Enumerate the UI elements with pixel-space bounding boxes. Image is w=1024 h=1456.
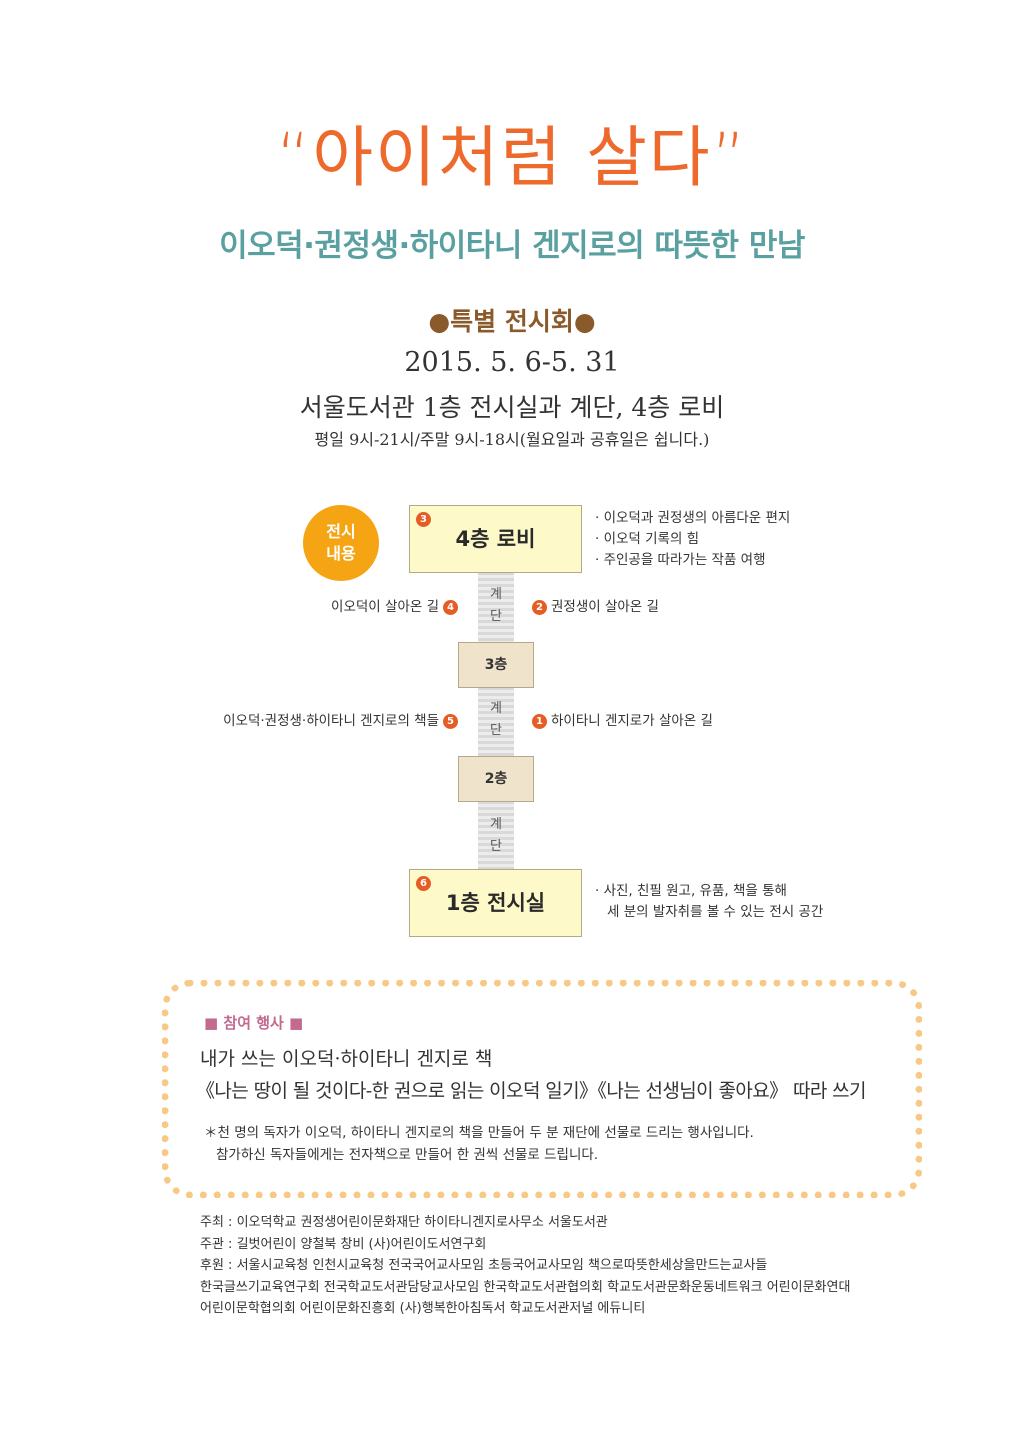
stair-upper-right-label: 권정생이 살아온 길 (551, 599, 659, 615)
floor-4-note: · 이오덕과 권정생의 아름다운 편지 (595, 510, 791, 526)
floor-4-note: · 이오덕 기록의 힘 (595, 531, 700, 547)
credit-sponsor: 후원 : 서울시교육청 인천시교육청 전국국어교사모임 초등국어교사모임 책으로… (200, 1258, 768, 1273)
exhibition-dates: 2015. 5. 6-5. 31 (404, 347, 620, 378)
stairs-upper-label: 계 단 (478, 584, 514, 628)
exhibition-location: 서울도서관 1층 전시실과 계단, 4층 로비 (299, 393, 725, 422)
event-title-line1: 내가 쓰는 이오덕·하이타니 겐지로 책 (200, 1048, 493, 1070)
stair-upper-right-badge: 2 (532, 599, 547, 615)
floor-3-name: 3층 (484, 657, 508, 673)
stair-upper-left: 이오덕이 살아온 길 4 (331, 598, 458, 616)
floor-3-box: 3층 (458, 642, 534, 688)
credit-host: 주관 : 길벗어린이 양철북 창비 (사)어린이도서연구회 (200, 1236, 487, 1252)
stair-upper-left-badge: 4 (443, 599, 458, 615)
event-frame (162, 980, 922, 1198)
content-label-line2: 내용 (326, 544, 356, 563)
stairs-char: 단 (490, 609, 502, 624)
credit-sponsor-cont: 어린이문학협의회 어린이문화진흥회 (사)행복한아침독서 학교도서관저널 에듀니… (200, 1301, 646, 1316)
floor-1-box: 1층 전시실 (409, 869, 582, 937)
credits: 주최 : 이오덕학교 권정생어린이문화재단 하이타니겐지로사무소 서울도서관 주… (200, 1212, 850, 1320)
main-title: “아이처럼 살다” (276, 119, 748, 196)
floor-1-notes: · 사진, 친필 원고, 유품, 책을 통해 세 분의 발자취를 볼 수 있는 … (595, 881, 823, 923)
content-label-circle: 전시 내용 (303, 505, 379, 581)
stair-upper-right: 2 권정생이 살아온 길 (532, 598, 659, 616)
event-note-line1: ＊천 명의 독자가 이오덕, 하이타니 겐지로의 책을 만들어 두 분 재단에 … (204, 1125, 754, 1141)
stairs-middle-label: 계 단 (478, 698, 514, 742)
floor-1-note: · 사진, 친필 원고, 유품, 책을 통해 (595, 883, 787, 899)
event-note-line2: 참가하신 독자들에게는 전자책으로 만들어 한 권씩 선물로 드립니다. (216, 1147, 599, 1163)
stairs-char: 계 (490, 587, 502, 602)
floor-4-name: 4층 로비 (455, 527, 536, 551)
stair-middle-left-label: 이오덕·권정생·하이타니 겐지로의 책들 (223, 713, 439, 729)
floor-2-name: 2층 (484, 771, 508, 787)
stairs-middle (478, 687, 514, 757)
stair-middle-right-label: 하이타니 겐지로가 살아온 길 (551, 713, 713, 729)
event-note: ＊천 명의 독자가 이오덕, 하이타니 겐지로의 책을 만들어 두 분 재단에 … (204, 1122, 754, 1166)
floor-2-box: 2층 (458, 756, 534, 802)
stair-upper-left-label: 이오덕이 살아온 길 (331, 599, 439, 615)
credit-organizer: 주최 : 이오덕학교 권정생어린이문화재단 하이타니겐지로사무소 서울도서관 (200, 1215, 608, 1230)
floor-1-name: 1층 전시실 (445, 891, 546, 915)
event-heading: ■ 참여 행사 ■ (204, 1014, 304, 1032)
event-title-line2: 《나는 땅이 될 것이다-한 권으로 읽는 이오덕 일기》《나는 선생님이 좋아… (196, 1080, 867, 1102)
floor-4-note: · 주인공을 따라가는 작품 여행 (595, 552, 766, 568)
stairs-lower-label: 계 단 (478, 814, 514, 858)
stairs-char: 단 (490, 723, 502, 738)
stairs-char: 단 (490, 839, 502, 854)
exhibition-hours: 평일 9시-21시/주말 9시-18시(월요일과 공휴일은 쉽니다.) (314, 430, 710, 449)
stairs-char: 계 (490, 817, 502, 832)
exhibition-label: ●특별 전시회● (428, 307, 596, 336)
stair-middle-left: 이오덕·권정생·하이타니 겐지로의 책들 5 (223, 712, 458, 730)
floor-4-box: 4층 로비 (409, 505, 582, 573)
stairs-lower (478, 801, 514, 870)
stair-middle-right: 1 하이타니 겐지로가 살아온 길 (532, 712, 713, 730)
subtitle: 이오덕·권정생·하이타니 겐지로의 따뜻한 만남 (219, 228, 805, 264)
stair-middle-left-badge: 5 (443, 713, 458, 729)
stair-middle-right-badge: 1 (532, 713, 547, 729)
credit-sponsor-cont: 한국글쓰기교육연구회 전국학교도서관담당교사모임 한국학교도서관협의회 학교도서… (200, 1279, 851, 1295)
stairs-upper (478, 572, 514, 642)
floor-1-note: 세 분의 발자취를 볼 수 있는 전시 공간 (607, 904, 824, 920)
content-label-line1: 전시 (326, 522, 356, 541)
stairs-char: 계 (490, 701, 502, 716)
floor-4-notes: · 이오덕과 권정생의 아름다운 편지 · 이오덕 기록의 힘 · 주인공을 따… (595, 508, 790, 571)
floor-4-badge: 3 (416, 512, 431, 527)
floor-1-badge: 6 (416, 876, 431, 891)
